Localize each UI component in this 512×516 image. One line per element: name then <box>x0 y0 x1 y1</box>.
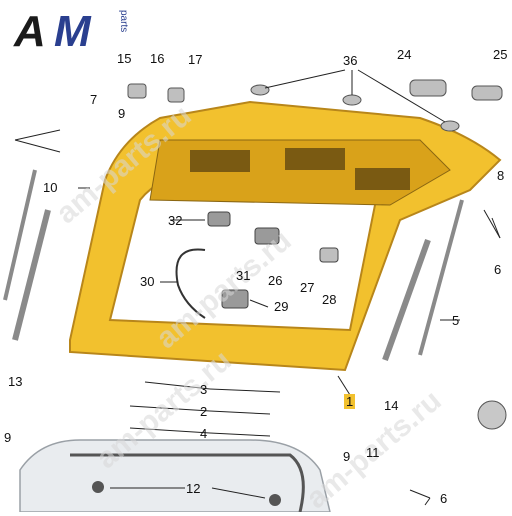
callout-5: 5 <box>452 313 460 328</box>
callout-1: 1 <box>344 394 356 409</box>
callout-11: 11 <box>366 445 380 460</box>
logo-letter-m: M <box>54 7 91 56</box>
wiring-harness <box>175 248 206 319</box>
callout-14: 14 <box>384 398 399 413</box>
lower-lid-seal <box>70 453 305 512</box>
part-32 <box>207 211 231 227</box>
part-26 <box>254 227 280 245</box>
logo-suffix: parts <box>118 10 129 33</box>
part-29 <box>221 289 249 309</box>
tailgate-recess-3 <box>355 168 410 190</box>
part-15 <box>127 83 147 99</box>
callout-9: 9 <box>118 106 126 121</box>
part-12-right <box>269 494 281 506</box>
left-strut-13 <box>12 209 51 341</box>
part-12-left <box>92 481 104 493</box>
callout-6: 6 <box>494 262 502 277</box>
part-24 <box>409 79 447 97</box>
callout-36: 36 <box>343 53 358 68</box>
callout-12: 12 <box>186 481 201 496</box>
callout-28: 28 <box>322 292 337 307</box>
callout-26: 26 <box>268 273 283 288</box>
callout-15: 15 <box>117 51 132 66</box>
callout-9: 9 <box>4 430 12 445</box>
part-36-b <box>342 94 362 106</box>
left-strut-upper <box>3 169 37 301</box>
part-36-c <box>440 120 460 132</box>
callout-24: 24 <box>397 47 412 62</box>
callout-16: 16 <box>150 51 165 66</box>
callout-8: 8 <box>497 168 505 183</box>
callout-17: 17 <box>188 52 203 67</box>
callout-13: 13 <box>8 374 23 389</box>
callout-25: 25 <box>493 47 508 62</box>
right-strut-5 <box>418 199 464 356</box>
logo-letter-a: A <box>14 7 46 56</box>
tailgate-recess-2 <box>285 148 345 170</box>
tailgate-recess-1 <box>190 150 250 172</box>
callout-9: 9 <box>343 449 351 464</box>
callout-7: 7 <box>90 92 98 107</box>
part-36-a <box>250 84 270 96</box>
right-strut-14 <box>382 238 431 362</box>
part-28 <box>319 247 339 263</box>
callout-3: 3 <box>200 382 208 397</box>
callout-27: 27 <box>300 280 315 295</box>
part-17 <box>167 87 185 103</box>
callout-10: 10 <box>43 180 58 195</box>
callout-4: 4 <box>200 426 208 441</box>
callout-32: 32 <box>168 213 183 228</box>
lower-lid-outline <box>19 439 331 512</box>
callout-31: 31 <box>236 268 251 283</box>
part-25 <box>471 85 503 101</box>
callout-29: 29 <box>274 299 289 314</box>
emblem <box>477 400 507 430</box>
callout-2: 2 <box>200 404 208 419</box>
callout-30: 30 <box>140 274 155 289</box>
callout-6: 6 <box>440 491 448 506</box>
